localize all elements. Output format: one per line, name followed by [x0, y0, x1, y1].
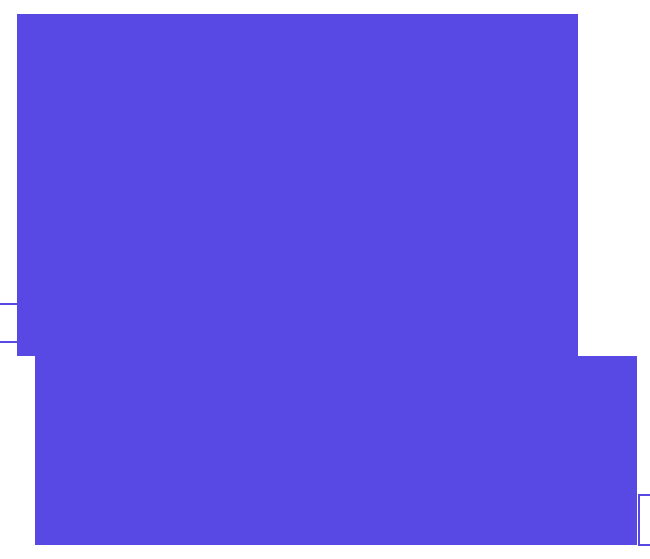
- main-stepped-block: [17, 14, 637, 545]
- left-clipped-outline-rect: [0, 303, 19, 343]
- right-clipped-outline-rect: [638, 494, 650, 546]
